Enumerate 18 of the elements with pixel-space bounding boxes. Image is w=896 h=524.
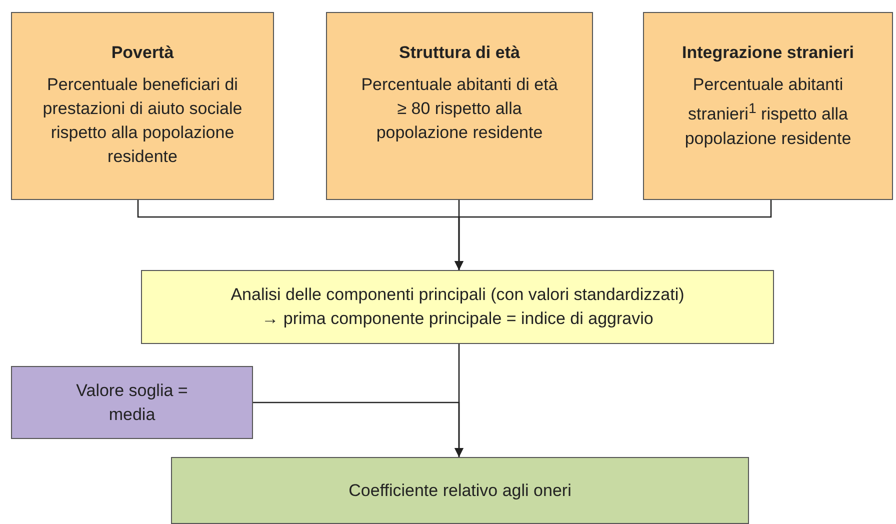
box-text: Analisi delle componenti principali (con valori standardizzati) <box>230 284 684 306</box>
category-box <box>326 12 593 200</box>
box-text: → prima componente principale = indice di aggravio <box>262 308 654 330</box>
box-heading: Povertà <box>111 42 174 64</box>
category-box <box>643 12 893 200</box>
connector-arrow <box>454 200 772 270</box>
box-text: Coefficiente relativo agli oneri <box>348 480 572 502</box>
threshold-box <box>11 366 253 439</box>
box-heading: Struttura di età <box>399 42 520 64</box>
category-box <box>11 12 274 200</box>
box-heading: Integrazione stranieri <box>682 42 854 64</box>
box-text: Valore soglia = media <box>75 380 189 426</box>
result-box <box>171 457 749 524</box>
box-text: Percentuale abitanti di età ≥ 80 rispetto alla popolazione residente <box>360 74 559 144</box>
connector-arrow <box>253 402 464 457</box>
box-text: Percentuale beneficiari di prestazioni di aiuto sociale rispetto alla popolazione residente <box>42 74 244 168</box>
process-box <box>141 270 774 344</box>
box-text: Percentuale abitanti stranieri$^{1}$ rispetto alla popolazione residente <box>684 74 852 150</box>
